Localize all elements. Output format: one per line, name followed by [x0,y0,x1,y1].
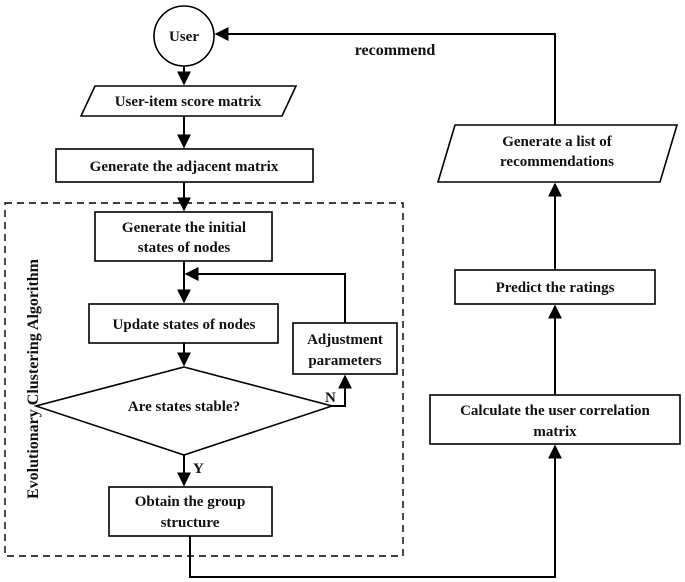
edge-label-no: N [325,390,336,406]
correlation-label-line2: matrix [533,424,577,440]
initial-states-label-line1: Generate the initial [122,220,246,236]
predict-ratings-node [454,269,656,305]
correlation-matrix-node [429,394,681,445]
score-matrix-label: User-item score matrix [115,94,262,110]
adjustment-label-line1: Adjustment [307,332,383,348]
group-label: Evolutionary Clustering Algorithm [25,258,42,499]
edge-label-recommend: recommend [355,42,436,59]
group-structure-label-line1: Obtain the group [135,494,246,510]
score-matrix-node [79,85,298,117]
edge-label-yes: Y [193,461,204,477]
adjustment-label-line2: parameters [308,353,381,369]
stable-decision-label: Are states stable? [128,399,240,415]
edge-decision-no [332,374,352,407]
adjustment-parameters-node [292,322,398,375]
user-node-label: User [169,29,199,45]
recommendation-list-node [436,124,679,183]
group-structure-label-line2: structure [161,515,220,531]
adjacent-matrix-label: Generate the adjacent matrix [90,159,279,175]
edge-group-to-correlation [189,444,562,578]
rec-list-label-line2: recommendations [500,154,614,170]
predict-ratings-label: Predict the ratings [496,280,615,296]
initial-states-label-line2: states of nodes [138,240,231,256]
initial-states-node [94,211,273,262]
evolutionary-clustering-group-box [4,202,404,557]
update-states-label: Update states of nodes [113,317,256,333]
edge-adjustment-loop [184,267,346,323]
update-states-node [88,303,279,344]
adjacent-matrix-node [55,148,314,183]
correlation-label-line1: Calculate the user correlation [460,403,650,419]
rec-list-label-line1: Generate a list of [502,134,613,150]
edge-list-to-user [214,27,556,125]
